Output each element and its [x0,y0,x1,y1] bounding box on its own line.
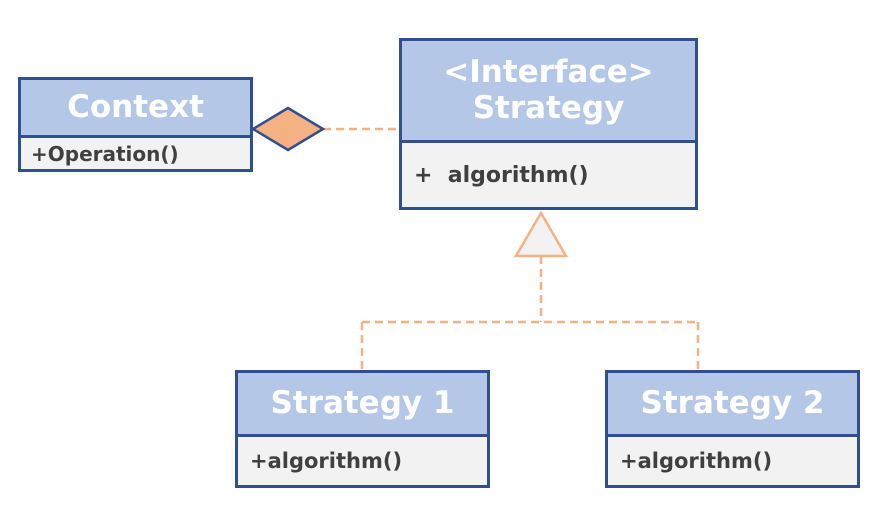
strategy1-class-box: Strategy 1 +algorithm() [235,370,490,488]
strategy1-algorithm-member: +algorithm() [250,449,403,473]
strategy2-class-header: Strategy 2 [608,373,857,437]
strategy1-class-title: Strategy 1 [270,384,455,421]
strategy-interface-box: <Interface> Strategy + algorithm() [399,38,698,210]
context-class-body: +Operation() [21,138,250,169]
aggregation-diamond-icon [250,106,326,152]
strategy-interface-title: Strategy [472,89,625,126]
context-class-title: Context [67,88,204,125]
strategy-interface-algorithm-member: + algorithm() [414,162,589,188]
strategy2-class-title: Strategy 2 [640,384,825,421]
strategy-interface-body: + algorithm() [402,143,695,207]
strategy2-class-body: +algorithm() [608,437,857,485]
strategy2-class-box: Strategy 2 +algorithm() [605,370,860,488]
strategy-interface-header: <Interface> Strategy [402,41,695,143]
strategy1-class-body: +algorithm() [238,437,487,485]
context-class-box: Context +Operation() [18,77,253,172]
strategy1-class-header: Strategy 1 [238,373,487,437]
realization-triangle-icon [513,210,569,258]
strategy2-algorithm-member: +algorithm() [620,449,773,473]
strategy-interface-stereotype: <Interface> [443,53,654,90]
context-class-header: Context [21,80,250,138]
context-operation-member: +Operation() [31,141,179,166]
